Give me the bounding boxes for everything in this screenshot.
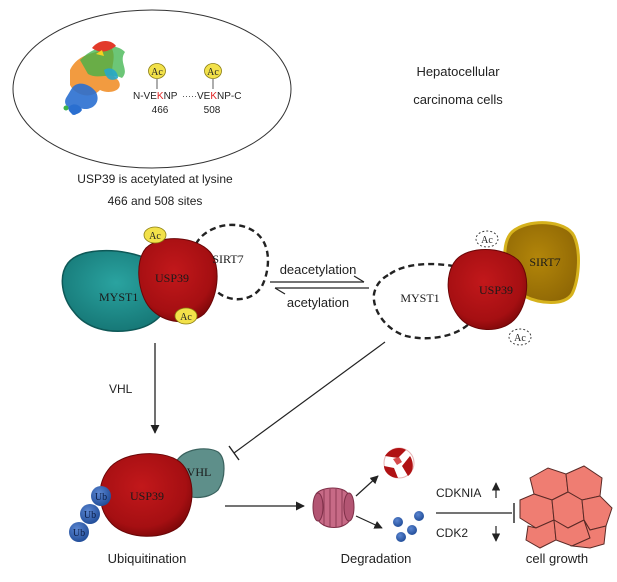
left-acetylated-complex: MYST1 USP39 SIRT7 Ac Ac (61, 223, 270, 332)
ac-label: Ac (481, 235, 493, 246)
usp39-protein-right (447, 249, 528, 331)
ac-removed-badge-top: Ac (475, 230, 499, 248)
inset-caption-line2: 466 and 508 sites (108, 194, 203, 208)
ac-label: Ac (207, 67, 219, 78)
ac-removed-badge-bottom: Ac (508, 328, 532, 346)
usp39-label-left: USP39 (155, 271, 189, 285)
vhl-label: VHL (187, 465, 212, 479)
usp39-protein-bottom (99, 453, 193, 537)
usp39-label-bottom: USP39 (130, 489, 164, 503)
vhl-arrow-label: VHL (109, 382, 133, 396)
ub-label: Ub (73, 528, 85, 539)
to-fragments-arrow (355, 475, 379, 497)
inhibition-line (228, 341, 386, 461)
sirt7-label-right: SIRT7 (529, 255, 560, 269)
usp39-protein-left (138, 238, 218, 323)
ac-badge-top-left: Ac (143, 226, 167, 244)
ub-label: Ub (95, 492, 107, 503)
ac-label: Ac (149, 231, 161, 242)
reaction-arrows: deacetylation acetylation (270, 262, 369, 310)
ub-bead (80, 504, 100, 524)
myst1-outline-right (372, 262, 480, 340)
myst1-label-right: MYST1 (400, 291, 439, 305)
right-deacetylated-complex: MYST1 USP39 SIRT7 Ac Ac (372, 221, 580, 346)
sirt7-outline-left (193, 223, 270, 301)
sequence-gap-dots: ····· (182, 91, 197, 101)
cell-growth-label: cell growth (526, 551, 588, 566)
context-label-line2: carcinoma cells (413, 92, 503, 107)
site-508-number: 508 (204, 105, 221, 116)
inset-ac-marker-466: Ac (148, 63, 166, 89)
ac-label: Ac (151, 67, 163, 78)
ub-label: Ub (84, 510, 96, 521)
inset-caption-line1: USP39 is acetylated at lysine (77, 172, 233, 186)
to-ub-recycle-arrow (355, 515, 383, 529)
ac-badge-bottom-left: Ac (174, 307, 198, 325)
ub-bead (91, 486, 111, 506)
degraded-fragments-icon (383, 447, 415, 479)
acetylation-sites-inset: Ac Ac N-VEKNP ····· VEKNP-C 466 508 (12, 9, 292, 169)
sirt7-label-left: SIRT7 (212, 252, 243, 266)
cell-cluster-icon (519, 465, 613, 549)
context-label-line1: Hepatocellular (416, 64, 500, 79)
cdk2-label: CDK2 (436, 526, 468, 540)
inset-ac-marker-508: Ac (204, 63, 222, 89)
inset-ellipse (12, 9, 292, 169)
site-466-sequence: N-VEKNP (133, 91, 178, 102)
ubiquitination-complex: VHL USP39 Ub Ub Ub (69, 448, 225, 542)
myst1-label-left: MYST1 (99, 290, 138, 304)
ubiquitination-label: Ubiquitination (108, 551, 187, 566)
acetylation-label: acetylation (287, 295, 349, 310)
cdkn1a-label: CDKNIA (436, 486, 481, 500)
degradation-label: Degradation (341, 551, 412, 566)
ac-label: Ac (180, 312, 192, 323)
protein-structure-image (63, 41, 125, 115)
free-ubiquitin-icon (393, 511, 424, 542)
site-466-number: 466 (152, 105, 169, 116)
usp39-label-right: USP39 (479, 283, 513, 297)
ub-bead (69, 522, 89, 542)
proteasome-icon (312, 487, 355, 528)
ub-chain: Ub Ub Ub (69, 486, 111, 542)
deacetylation-label: deacetylation (280, 262, 357, 277)
ac-label: Ac (514, 333, 526, 344)
vhl-down-arrow: VHL (109, 343, 160, 434)
site-508-sequence: VEKNP-C (197, 91, 241, 102)
